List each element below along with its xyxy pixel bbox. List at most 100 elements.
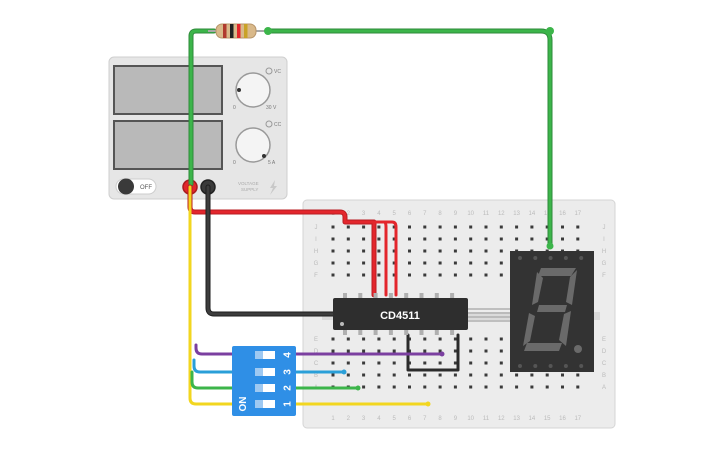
breadboard-hole[interactable] (438, 225, 442, 229)
breadboard-hole[interactable] (561, 385, 564, 389)
cd4511-chip[interactable]: CD4511 (333, 293, 468, 335)
dip-toggle[interactable] (255, 351, 263, 359)
breadboard-hole[interactable] (408, 237, 411, 241)
breadboard-hole[interactable] (515, 225, 519, 229)
breadboard-hole[interactable] (469, 361, 473, 365)
breadboard-hole[interactable] (408, 373, 411, 377)
breadboard-hole[interactable] (346, 225, 350, 229)
breadboard-hole[interactable] (530, 385, 534, 389)
breadboard-hole[interactable] (545, 225, 549, 229)
breadboard-hole[interactable] (530, 225, 534, 229)
breadboard-hole[interactable] (561, 373, 564, 377)
breadboard-hole[interactable] (561, 225, 564, 229)
breadboard-hole[interactable] (377, 225, 381, 229)
breadboard-hole[interactable] (377, 349, 381, 353)
breadboard-hole[interactable] (423, 273, 427, 277)
breadboard-hole[interactable] (362, 373, 366, 377)
breadboard-hole[interactable] (331, 249, 335, 253)
breadboard-hole[interactable] (331, 273, 335, 277)
breadboard-hole[interactable] (377, 261, 381, 265)
breadboard-hole[interactable] (438, 273, 442, 277)
breadboard-hole[interactable] (469, 237, 473, 241)
breadboard-hole[interactable] (484, 361, 488, 365)
breadboard-hole[interactable] (377, 249, 381, 253)
breadboard-hole[interactable] (392, 261, 396, 265)
breadboard-hole[interactable] (453, 261, 457, 265)
breadboard-hole[interactable] (362, 273, 366, 277)
breadboard-hole[interactable] (484, 225, 488, 229)
breadboard-hole[interactable] (453, 349, 457, 353)
breadboard-hole[interactable] (453, 225, 457, 229)
blue-wire[interactable] (192, 358, 346, 374)
breadboard-hole[interactable] (484, 261, 488, 265)
breadboard-hole[interactable] (331, 373, 335, 377)
breadboard-hole[interactable] (499, 249, 503, 253)
breadboard-hole[interactable] (423, 237, 427, 241)
breadboard-hole[interactable] (576, 225, 580, 229)
breadboard-hole[interactable] (377, 385, 381, 389)
breadboard-hole[interactable] (423, 225, 427, 229)
breadboard-hole[interactable] (362, 361, 366, 365)
breadboard-hole[interactable] (469, 261, 473, 265)
breadboard-hole[interactable] (499, 225, 503, 229)
breadboard-hole[interactable] (362, 349, 366, 353)
breadboard-hole[interactable] (423, 337, 427, 341)
breadboard-hole[interactable] (499, 373, 503, 377)
breadboard-hole[interactable] (423, 385, 427, 389)
seven-segment-display[interactable] (510, 251, 594, 372)
breadboard-hole[interactable] (484, 349, 488, 353)
breadboard-hole[interactable] (392, 237, 396, 241)
breadboard-hole[interactable] (346, 261, 350, 265)
breadboard-hole[interactable] (515, 373, 519, 377)
breadboard-hole[interactable] (346, 273, 350, 277)
breadboard-hole[interactable] (530, 373, 534, 377)
breadboard-hole[interactable] (469, 225, 473, 229)
breadboard-hole[interactable] (484, 249, 488, 253)
resistor[interactable] (208, 23, 272, 39)
breadboard-hole[interactable] (408, 225, 411, 229)
breadboard-hole[interactable] (576, 385, 580, 389)
breadboard-hole[interactable] (499, 237, 503, 241)
breadboard-hole[interactable] (499, 349, 503, 353)
breadboard-hole[interactable] (438, 385, 442, 389)
breadboard-hole[interactable] (438, 373, 442, 377)
breadboard-hole[interactable] (392, 273, 396, 277)
breadboard-hole[interactable] (331, 261, 335, 265)
breadboard-hole[interactable] (469, 373, 473, 377)
breadboard-hole[interactable] (515, 385, 519, 389)
breadboard-hole[interactable] (346, 249, 350, 253)
breadboard-hole[interactable] (469, 249, 473, 253)
breadboard-hole[interactable] (362, 337, 366, 341)
breadboard-hole[interactable] (423, 249, 427, 253)
dip-toggle[interactable] (255, 384, 263, 392)
breadboard-hole[interactable] (423, 373, 427, 377)
breadboard-hole[interactable] (362, 261, 366, 265)
green-wire-dip[interactable] (190, 370, 360, 390)
breadboard-hole[interactable] (377, 361, 381, 365)
breadboard-hole[interactable] (499, 337, 503, 341)
breadboard-hole[interactable] (377, 273, 381, 277)
breadboard-hole[interactable] (392, 349, 396, 353)
breadboard-hole[interactable] (545, 385, 549, 389)
breadboard-hole[interactable] (453, 237, 457, 241)
breadboard-hole[interactable] (377, 373, 381, 377)
breadboard-hole[interactable] (530, 237, 534, 241)
breadboard-hole[interactable] (453, 361, 457, 365)
breadboard-hole[interactable] (484, 237, 488, 241)
yellow-wire[interactable] (188, 185, 430, 406)
breadboard-hole[interactable] (484, 273, 488, 277)
breadboard-hole[interactable] (331, 337, 335, 341)
breadboard-hole[interactable] (499, 273, 503, 277)
breadboard-hole[interactable] (499, 385, 503, 389)
breadboard-hole[interactable] (453, 385, 457, 389)
breadboard-hole[interactable] (469, 349, 473, 353)
breadboard-hole[interactable] (346, 237, 350, 241)
breadboard-hole[interactable] (545, 373, 549, 377)
breadboard-hole[interactable] (408, 249, 411, 253)
breadboard-hole[interactable] (346, 349, 350, 353)
breadboard-hole[interactable] (392, 361, 396, 365)
purple-wire[interactable] (194, 343, 444, 356)
breadboard-hole[interactable] (423, 261, 427, 265)
breadboard-hole[interactable] (469, 385, 473, 389)
